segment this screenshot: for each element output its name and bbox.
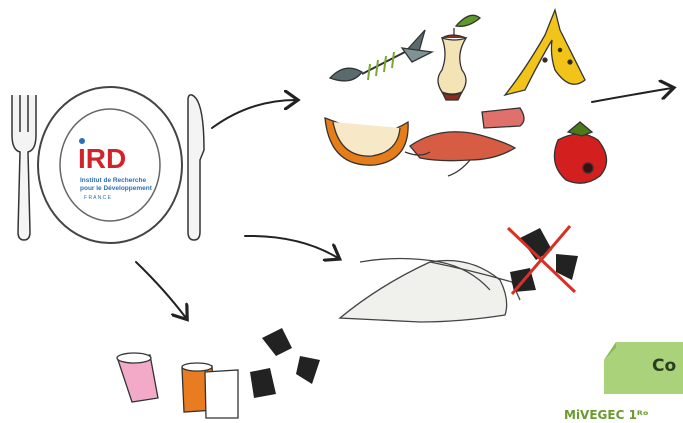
arrow-out — [592, 88, 672, 102]
no-recycle-icon — [508, 226, 578, 294]
fork-icon — [12, 95, 36, 240]
footer-text: MiVEGEC 1ᴿᵒ — [564, 408, 649, 422]
banana-peel-icon — [505, 10, 585, 95]
rotten-tomato-icon — [554, 122, 606, 183]
logo-line-3: F R A N C E — [84, 195, 112, 201]
logo-line-1: Institut de Recherche — [80, 177, 146, 184]
logo-title: IRD — [78, 143, 126, 174]
recycle-icon — [250, 328, 320, 398]
yogurt-cups-icon — [117, 353, 238, 418]
logo-line-2: pour le Développement — [80, 185, 153, 192]
fish-bone-icon — [330, 30, 432, 81]
shrimp-icon — [405, 108, 524, 176]
knife-icon — [188, 95, 204, 240]
arrow-to-organic — [212, 100, 296, 128]
arrow-to-napkin — [245, 236, 338, 258]
apple-core-icon — [438, 15, 480, 100]
arrow-to-packaging — [136, 262, 186, 318]
paper-napkin-icon — [340, 259, 520, 323]
label-text: Co — [652, 356, 676, 376]
melon-rind-icon — [325, 118, 408, 165]
